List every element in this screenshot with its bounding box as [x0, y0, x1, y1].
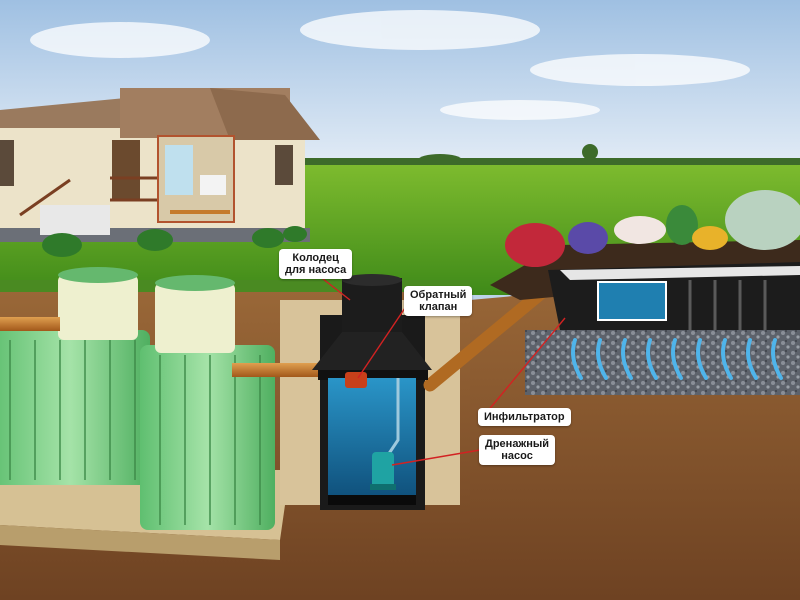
bushes [42, 226, 307, 257]
infiltrator [548, 262, 800, 330]
tank-to-well-pipe [232, 363, 332, 377]
drain-pump-label: Дренажный насос [479, 435, 556, 465]
pump-well-label: Колодец для насоса [279, 249, 353, 279]
pipes [0, 277, 559, 392]
callout-lines [317, 274, 566, 466]
septic-tank-left [0, 267, 150, 485]
flower-bed [505, 190, 800, 267]
infiltrator-label: Инфильтратор [478, 408, 571, 426]
septic-tank-right [140, 275, 275, 530]
house [0, 88, 320, 242]
check-valve [345, 372, 367, 388]
clouds [30, 10, 750, 120]
pump-well [312, 274, 432, 505]
gravel-bed [525, 330, 800, 395]
inlet-pipe [0, 317, 60, 331]
drain-pump [372, 452, 394, 488]
water-flow-arrows [571, 338, 783, 380]
well-to-infiltrator-pipe [423, 277, 559, 392]
check-valve-label: Обратный клапан [404, 286, 473, 316]
treeline [300, 144, 800, 168]
